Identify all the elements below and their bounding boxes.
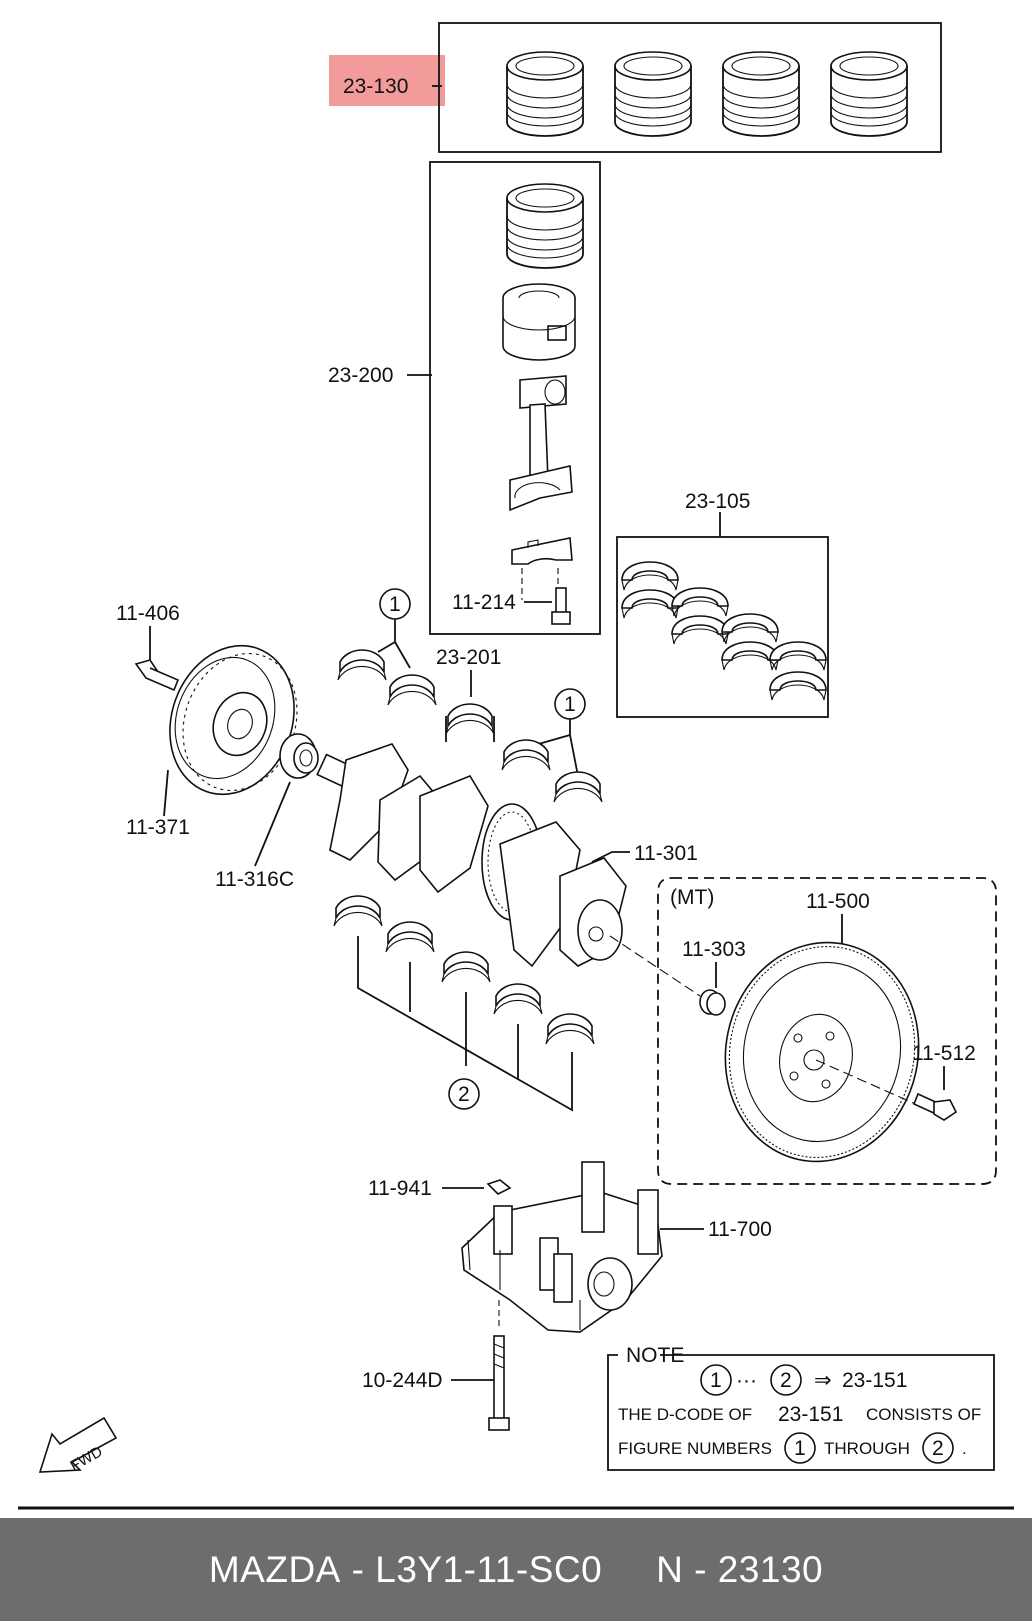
oil-jet-clip bbox=[486, 1179, 512, 1195]
note-line2-b: CONSISTS OF bbox=[866, 1405, 981, 1424]
piston-conrod-box bbox=[429, 161, 601, 635]
note-circle-2: 2 bbox=[780, 1369, 792, 1392]
piston-ring-1 bbox=[506, 51, 584, 137]
label-11-371[interactable]: 11-371 bbox=[126, 816, 190, 839]
conrod-bolt bbox=[551, 587, 571, 625]
label-23-201[interactable]: 23-201 bbox=[436, 646, 501, 669]
main-bearing-lower-3 bbox=[441, 951, 491, 983]
label-23-105[interactable]: 23-105 bbox=[685, 490, 750, 513]
note-line3-circle-2: 2 bbox=[932, 1437, 944, 1460]
note-line3-a: FIGURE NUMBERS bbox=[618, 1439, 772, 1458]
main-bearing-upper-2 bbox=[387, 674, 437, 706]
footer-sep-1: - bbox=[340, 1548, 376, 1590]
label-11-700[interactable]: 11-700 bbox=[708, 1218, 772, 1241]
piston bbox=[502, 283, 576, 361]
footer-sep-2: - bbox=[683, 1548, 718, 1590]
bearing-shell-4b bbox=[769, 671, 827, 701]
callout-1-left-text: 1 bbox=[389, 593, 401, 616]
footer-brand: MAZDA bbox=[208, 1548, 341, 1590]
label-11-214[interactable]: 11-214 bbox=[452, 591, 516, 614]
bearing-shell-2b bbox=[671, 615, 729, 645]
bearing-set-box bbox=[616, 536, 829, 718]
bearing-shell-3b bbox=[721, 641, 779, 671]
conrod-cap bbox=[511, 537, 573, 565]
parts-diagram: 23-130 23-200 11-214 23-105 bbox=[18, 22, 1014, 1510]
bearing-shell-3a bbox=[721, 613, 779, 643]
footer-gap bbox=[602, 1549, 656, 1591]
label-11-500[interactable]: 11-500 bbox=[806, 890, 870, 913]
footer-n-value[interactable]: 23130 bbox=[717, 1548, 824, 1590]
bearing-shell-4a bbox=[769, 641, 827, 671]
cap-bolt bbox=[488, 1335, 510, 1431]
highlight-23-130 bbox=[329, 55, 445, 106]
main-bearing-lower-2 bbox=[385, 921, 435, 953]
label-11-941[interactable]: 11-941 bbox=[368, 1177, 432, 1200]
note-line2-code: 23-151 bbox=[778, 1403, 843, 1426]
label-11-301[interactable]: 11-301 bbox=[634, 842, 698, 865]
connecting-rod bbox=[509, 375, 573, 512]
piston-ring-set-box bbox=[438, 22, 942, 153]
note-box: NOTE 1 ··· 2 ⇒ 23-151 THE D-CODE OF 23-1… bbox=[607, 1344, 995, 1471]
mt-group-outline bbox=[657, 877, 997, 1185]
main-bearing-upper-3 bbox=[501, 739, 551, 771]
crankshaft bbox=[316, 743, 627, 968]
note-line3-circle-1: 1 bbox=[794, 1437, 806, 1460]
note-dots: ··· bbox=[736, 1369, 757, 1392]
label-23-130[interactable]: 23-130 bbox=[343, 75, 408, 98]
label-23-200[interactable]: 23-200 bbox=[328, 364, 393, 387]
label-11-406[interactable]: 11-406 bbox=[116, 602, 180, 625]
label-11-316c[interactable]: 11-316C bbox=[215, 868, 294, 891]
main-bearing-lower-1 bbox=[333, 895, 383, 927]
flywheel bbox=[724, 941, 920, 1163]
note-range-code: 23-151 bbox=[842, 1369, 907, 1392]
main-bearing-upper-1 bbox=[337, 649, 387, 681]
piston-ring-4 bbox=[830, 51, 908, 137]
note-line3-end: . bbox=[962, 1439, 967, 1458]
piston-ring-3 bbox=[722, 51, 800, 137]
pilot-bearing bbox=[699, 989, 726, 1016]
callout-circle-2 bbox=[448, 1078, 480, 1110]
footer-n-label: N bbox=[656, 1548, 684, 1590]
label-mt: (MT) bbox=[670, 886, 714, 909]
footer-part-number[interactable]: L3Y1-11-SC0 bbox=[375, 1548, 603, 1590]
footer-bar: MAZDA - L3Y1-11-SC0 N - 23130 bbox=[0, 1518, 1032, 1621]
piston-ring-set bbox=[506, 183, 584, 269]
note-circle-1: 1 bbox=[710, 1369, 722, 1392]
label-11-512[interactable]: 11-512 bbox=[912, 1042, 976, 1065]
label-10-244d[interactable]: 10-244D bbox=[362, 1369, 443, 1392]
main-bearing-lower-4 bbox=[493, 983, 543, 1015]
note-line3-b: THROUGH bbox=[824, 1439, 910, 1458]
note-arrow: ⇒ bbox=[814, 1369, 832, 1392]
bearing-shell-1a bbox=[621, 561, 679, 591]
callout-1-right-text: 1 bbox=[564, 693, 576, 716]
bearing-shell-2a bbox=[671, 587, 729, 617]
bearing-cap-assembly bbox=[461, 1161, 663, 1333]
piston-ring-2 bbox=[614, 51, 692, 137]
main-bearing-upper-4 bbox=[553, 771, 603, 803]
note-title: NOTE bbox=[626, 1344, 684, 1367]
crank-sprocket bbox=[279, 733, 319, 779]
callout-2-text: 2 bbox=[458, 1083, 470, 1106]
bearing-shell-1b bbox=[621, 589, 679, 619]
main-bearing-lower-5 bbox=[545, 1013, 595, 1045]
note-line2-a: THE D-CODE OF bbox=[618, 1405, 752, 1424]
crank-pulley bbox=[169, 644, 298, 796]
label-11-303[interactable]: 11-303 bbox=[682, 938, 746, 961]
fwd-arrow-icon: FWD bbox=[38, 1416, 118, 1475]
flywheel-bolt bbox=[912, 1092, 958, 1121]
pulley-bolt bbox=[134, 659, 180, 692]
thrust-bearing bbox=[445, 703, 495, 742]
